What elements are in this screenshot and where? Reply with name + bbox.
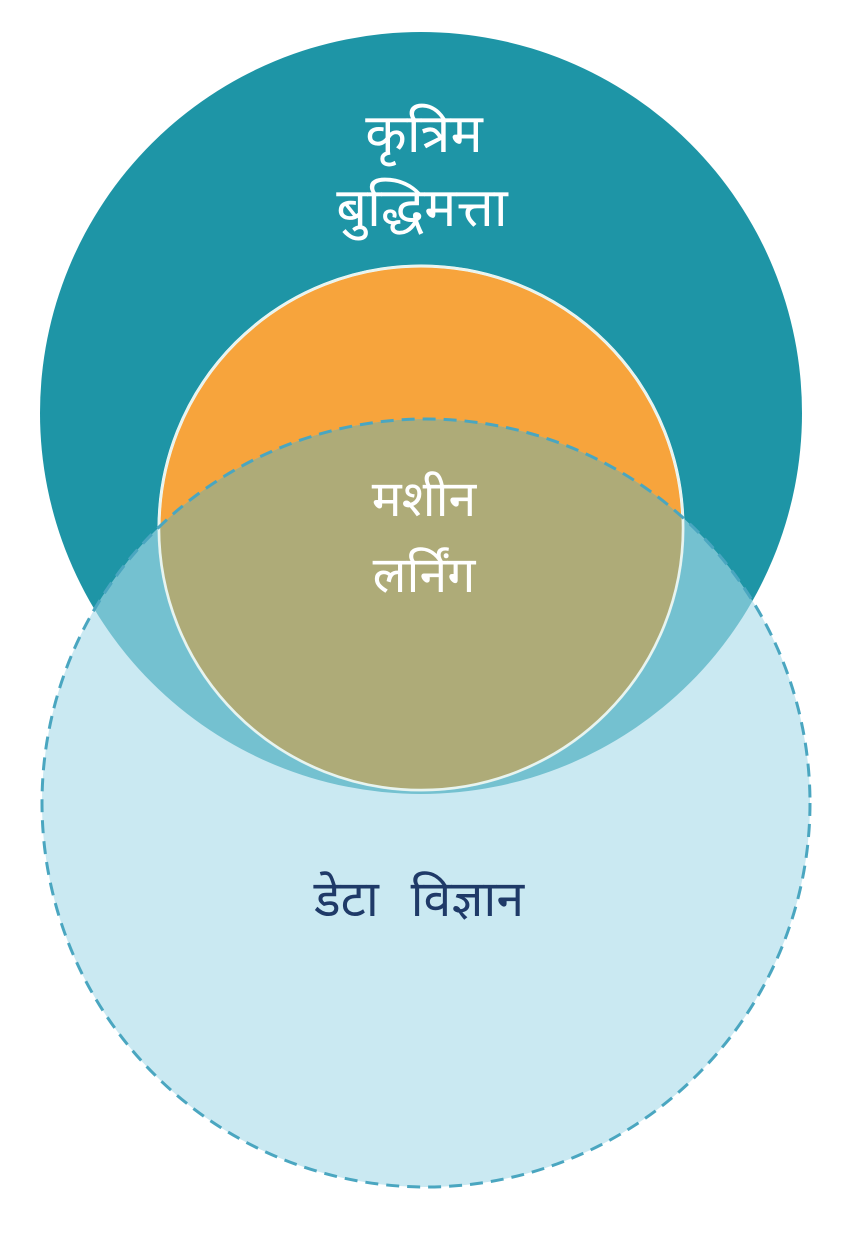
ml-label-line-2: लर्निंग <box>373 546 477 604</box>
ai-label-line-1: कृत्रिम <box>365 102 484 167</box>
ml-label-line-1: मशीन <box>372 470 478 528</box>
ml-ds-overlap <box>159 419 683 790</box>
ds-circle-dashed-border <box>40 417 812 1189</box>
ai-label-line-2: बुद्धिमत्ता <box>336 176 509 241</box>
ds-label: डेटा विज्ञान <box>313 870 525 928</box>
